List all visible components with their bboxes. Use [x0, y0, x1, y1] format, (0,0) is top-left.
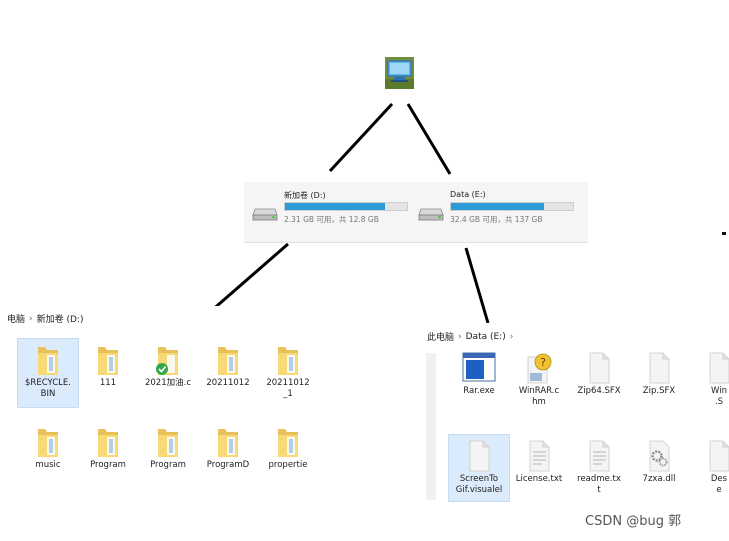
file-item[interactable]: Zip64.SFX — [569, 347, 629, 413]
blank-file-icon — [582, 351, 616, 385]
folder-icon — [211, 425, 245, 459]
file-name: Rar.exe — [463, 386, 495, 396]
hard-drive-icon — [252, 206, 278, 221]
file-item[interactable]: Program — [138, 421, 198, 489]
explorer-window-e: 此电脑 › Data (E:) › Rar.exe? WinRAR.c hm Zip… — [426, 323, 729, 502]
file-item[interactable]: 2021加油.c — [138, 339, 198, 407]
file-item[interactable]: Rar.exe — [449, 347, 509, 413]
file-name: Zip.SFX — [642, 386, 676, 396]
connector-pc-to-d — [328, 102, 394, 173]
drives-panel: 新加卷 (D:) 2.31 GB 可用，共 12.8 GB Data (E:) … — [244, 182, 588, 243]
file-name: Des e — [710, 474, 728, 495]
file-item[interactable]: 20211012 _1 — [258, 339, 318, 407]
exe-window-icon — [462, 351, 496, 385]
breadcrumb-current[interactable]: 新加卷 (D:) — [36, 315, 84, 325]
file-item[interactable]: ProgramD — [198, 421, 258, 489]
computer-icon[interactable] — [385, 57, 414, 89]
connector-pc-to-e — [406, 103, 452, 175]
file-item[interactable]: readme.tx t — [569, 435, 629, 501]
file-name: Program — [150, 460, 186, 470]
file-item[interactable]: Zip.SFX — [629, 347, 689, 413]
file-item[interactable]: 111 — [78, 339, 138, 407]
file-item[interactable]: music — [18, 421, 78, 489]
file-item[interactable]: propertie — [258, 421, 318, 489]
file-name: License.txt — [515, 474, 563, 484]
file-item[interactable]: ScreenTo Gif.visualel — [448, 434, 510, 502]
blank-file-icon — [462, 439, 496, 473]
dll-gear-icon — [642, 439, 676, 473]
explorer-window-d: 电脑 › 新加卷 (D:) $RECYCLE. BIN 111 2021加油.c 20… — [0, 306, 310, 489]
drive-e[interactable]: Data (E:) 32.4 GB 可用，共 137 GB — [412, 182, 582, 242]
file-item[interactable]: License.txt — [509, 435, 569, 501]
drive-d[interactable]: 新加卷 (D:) 2.31 GB 可用，共 12.8 GB — [246, 182, 416, 242]
folder-icon — [91, 343, 125, 377]
folder-icon — [151, 425, 185, 459]
file-item[interactable]: ? WinRAR.c hm — [509, 347, 569, 413]
folder-synced-icon — [151, 343, 185, 377]
blank-file-icon — [642, 351, 676, 385]
breadcrumb-root[interactable]: 此电脑 — [427, 333, 455, 343]
breadcrumb-current[interactable]: Data (E:) — [465, 331, 506, 342]
chevron-right-icon: › — [458, 331, 462, 342]
file-name: readme.tx t — [577, 474, 621, 495]
file-name: WinRAR.c hm — [518, 386, 560, 407]
breadcrumb: 电脑 › 新加卷 (D:) — [7, 312, 84, 326]
folder-icon — [271, 343, 305, 377]
stray-mark — [722, 232, 726, 235]
chevron-right-icon: › — [29, 313, 33, 324]
file-item[interactable]: 7zxa.dll — [629, 435, 689, 501]
breadcrumb: 此电脑 › Data (E:) › — [427, 330, 514, 344]
hard-drive-icon — [418, 206, 444, 221]
file-name: $RECYCLE. BIN — [25, 378, 71, 399]
drive-usage-bar — [284, 202, 408, 211]
file-name: ProgramD — [206, 460, 250, 470]
file-name: Zip64.SFX — [577, 386, 621, 396]
file-item[interactable]: 20211012 — [198, 339, 258, 407]
file-name: propertie — [268, 460, 308, 470]
file-name: Program — [90, 460, 126, 470]
file-item[interactable]: $RECYCLE. BIN — [17, 338, 79, 408]
file-name: 2021加油.c — [144, 378, 191, 388]
file-name: 111 — [99, 378, 117, 388]
drive-free-space: 2.31 GB 可用，共 12.8 GB — [284, 215, 379, 224]
drive-name: 新加卷 (D:) — [284, 191, 326, 200]
text-file-icon — [582, 439, 616, 473]
file-name: 7zxa.dll — [642, 474, 676, 484]
file-name: ScreenTo Gif.visualel — [455, 474, 503, 495]
drive-usage-bar — [450, 202, 574, 211]
file-item[interactable]: Program — [78, 421, 138, 489]
file-name: 20211012 — [206, 378, 250, 388]
folder-icon — [31, 425, 65, 459]
blank-file-icon — [702, 439, 729, 473]
blank-file-icon — [702, 351, 729, 385]
svg-text:?: ? — [540, 356, 546, 369]
folder-icon — [91, 425, 125, 459]
folder-icon — [271, 425, 305, 459]
file-name: Win .S — [711, 386, 727, 407]
help-file-icon: ? — [522, 351, 556, 385]
text-file-icon — [522, 439, 556, 473]
chevron-right-icon: › — [509, 331, 514, 342]
breadcrumb-root[interactable]: 电脑 — [7, 315, 26, 325]
vertical-scrollbar[interactable] — [426, 353, 436, 500]
file-item[interactable]: Des e — [689, 435, 729, 501]
drive-name: Data (E:) — [450, 190, 486, 199]
watermark: CSDN @bug 郭 — [585, 514, 682, 529]
folder-icon — [211, 343, 245, 377]
drive-free-space: 32.4 GB 可用，共 137 GB — [450, 215, 543, 224]
file-item[interactable]: Win .S — [689, 347, 729, 413]
connector-e-to-explorer — [464, 247, 490, 324]
file-name: 20211012 _1 — [266, 378, 310, 399]
file-name: music — [35, 460, 61, 470]
folder-icon — [31, 343, 65, 377]
